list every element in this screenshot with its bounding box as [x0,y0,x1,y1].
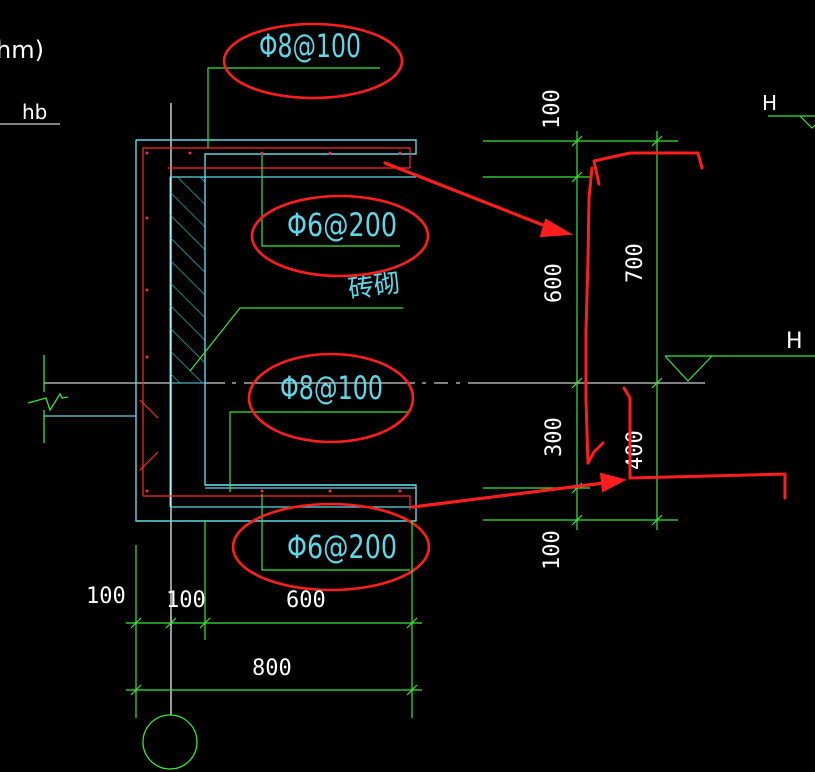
rebar-label-top: Φ8@100 [259,27,361,65]
level-marker-top [768,115,815,129]
dim-lines-horizontal [126,520,422,718]
markup-ellipses [222,22,431,592]
axis-bubble-icon [142,714,198,770]
dim-v-700: 700 [623,243,648,283]
markup-arrows [383,161,627,509]
dim-h-100-right: 100 [166,588,206,613]
level-triangle-icon [664,355,815,382]
dim-lines-vertical [483,131,678,530]
hb-label: hb [22,100,47,124]
break-line-icon [27,355,69,443]
rebar-label-upper-mid: Φ6@200 [287,206,397,244]
brick-hatch-area [169,176,206,384]
dim-h-100-left: 100 [86,584,126,609]
rebar-label-lower-mid: Φ8@100 [280,369,383,407]
dim-v-600: 600 [542,263,567,303]
markup-rebar-sketch [584,151,787,500]
unit-fragment: hm) [0,36,44,64]
rebar-dots [145,151,402,493]
dim-v-top100: 100 [540,89,565,129]
rebar-label-bottom: Φ6@200 [287,528,397,566]
dim-v-bottom100: 100 [540,530,565,570]
dim-h-600: 600 [286,588,326,613]
level-label-top: H [762,91,777,115]
rebar [139,147,411,510]
dim-h-800: 800 [252,656,292,681]
leader-lines [189,67,410,571]
level-label-mid: H [786,329,803,354]
dim-v-400: 400 [623,430,648,470]
dim-v-300: 300 [542,417,567,457]
